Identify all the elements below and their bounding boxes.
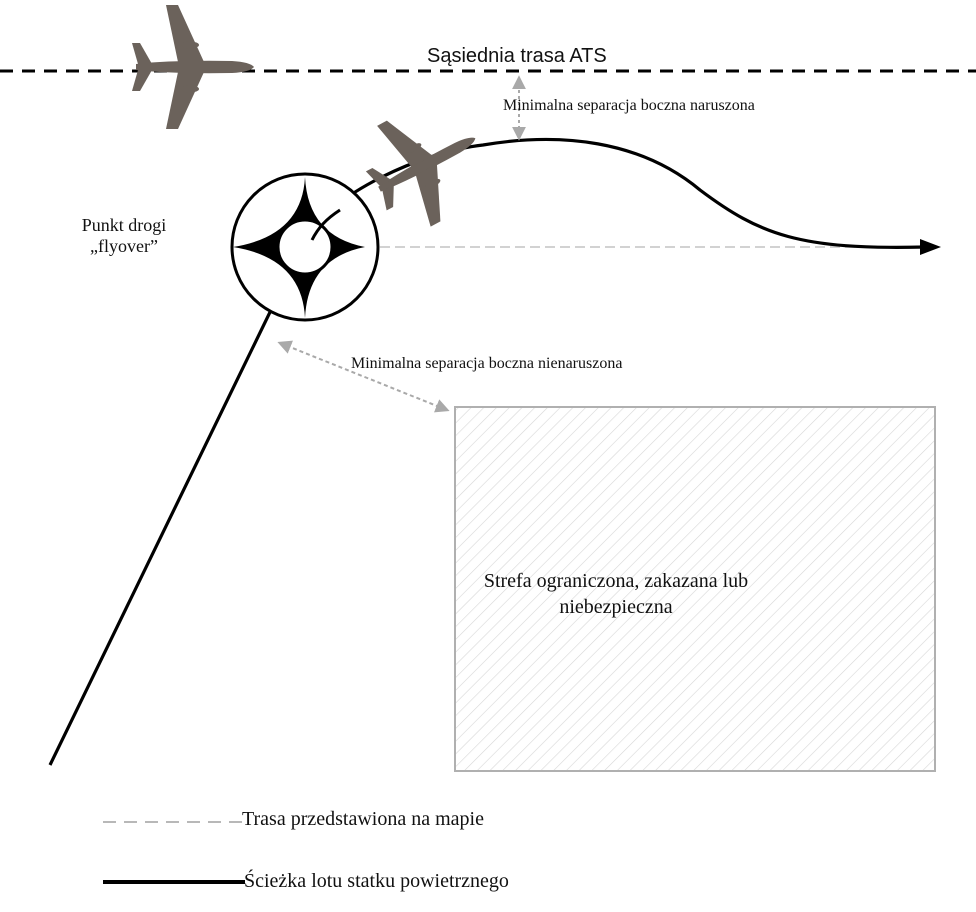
separation-violated-label: Minimalna separacja boczna naruszona [503, 97, 755, 114]
flyover-waypoint-icon [230, 172, 380, 322]
adjacent-route-label: Sąsiednia trasa ATS [424, 45, 610, 68]
legend-flight-path-label: Ścieżka lotu statku powietrznego [244, 870, 509, 892]
airplane-icon [132, 5, 254, 129]
flight-path-arrowhead [920, 239, 941, 255]
restricted-area [454, 406, 936, 772]
separation-not-violated-label: Minimalna separacja boczna nienaruszona [351, 355, 623, 372]
restricted-area-label-line1: Strefa ograniczona, zakazana lub [483, 570, 749, 592]
flyover-waypoint-label-line1: Punkt drogi [81, 215, 167, 235]
restricted-area-label-line2: niebezpieczna [559, 596, 673, 618]
not-violated-separation-arrow [277, 340, 450, 413]
legend-charted-route-label: Trasa przedstawiona na mapie [242, 808, 484, 830]
flyover-waypoint-label-line2: „flyover” [90, 235, 158, 256]
flight-path [48, 137, 926, 766]
flyover-waypoint-label: Punkt drogi „flyover” [54, 215, 194, 256]
restricted-area-label: Strefa ograniczona, zakazana lub niebezp… [466, 568, 766, 620]
